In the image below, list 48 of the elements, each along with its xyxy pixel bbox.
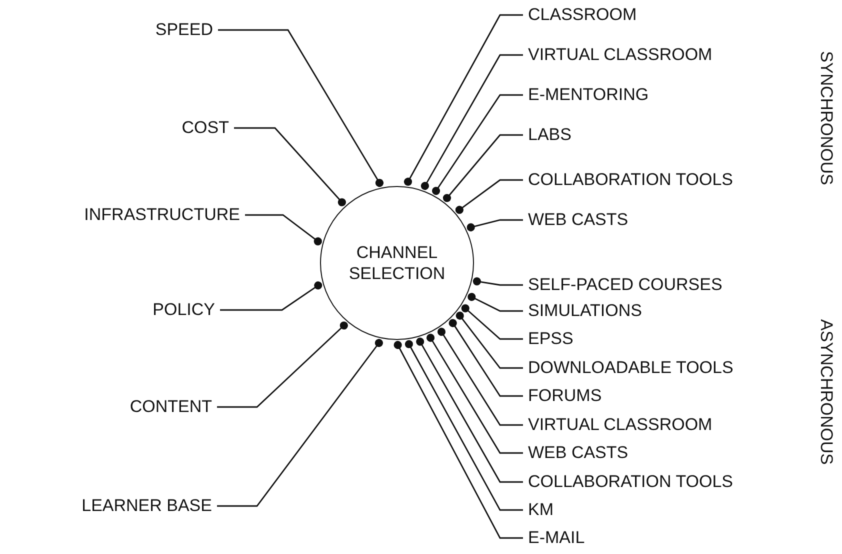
leader-line [217, 338, 383, 507]
leader-line [245, 214, 322, 246]
leader-line [448, 319, 523, 397]
leader-line [404, 340, 523, 511]
channel-label: KM [528, 500, 554, 520]
channel-label: INFRASTRUCTURE [84, 205, 240, 225]
leader-line [437, 328, 523, 426]
leader-line [432, 94, 523, 195]
channel-label: COLLABORATION TOOLS [528, 170, 734, 190]
leader-line [404, 14, 523, 186]
channel-label: SPEED [155, 20, 213, 40]
channel-label: POLICY [152, 300, 215, 320]
channel-label: WEB CASTS [528, 443, 628, 463]
leader-line [394, 340, 523, 539]
channel-label: COLLABORATION TOOLS [528, 472, 734, 492]
channel-label: E-MAIL [528, 528, 585, 548]
channel-label: E-MENTORING [528, 85, 649, 105]
leader-line [466, 219, 523, 232]
channel-label: CONTENT [130, 397, 212, 417]
leader-line [218, 29, 384, 187]
leader-line [234, 127, 346, 206]
group-label: ASYNCHRONOUS [816, 319, 836, 465]
leader-line [420, 54, 523, 190]
leader-line [455, 179, 523, 214]
channel-label: SELF-PACED COURSES [528, 275, 722, 295]
group-label: SYNCHRONOUS [816, 50, 836, 186]
leader-line [426, 334, 523, 454]
channel-label: LABS [528, 125, 572, 145]
channel-label: COST [182, 118, 229, 138]
leader-line [472, 277, 523, 286]
leader-line [416, 338, 523, 483]
channel-circle [320, 186, 474, 340]
channel-label: FORUMS [528, 386, 602, 406]
circle-label: CHANNEL SELECTION [348, 242, 446, 284]
channel-label: WEB CASTS [528, 210, 628, 230]
leader-line [461, 304, 523, 340]
leader-line [468, 292, 523, 312]
channel-label: VIRTUAL CLASSROOM [528, 45, 712, 65]
leader-line [442, 134, 523, 202]
channel-label: EPSS [528, 329, 574, 349]
channel-label: LEARNER BASE [82, 496, 212, 516]
leader-line [456, 312, 523, 369]
leader-line [220, 281, 322, 311]
channel-label: SIMULATIONS [528, 301, 642, 321]
channel-label: CLASSROOM [528, 5, 637, 25]
leader-line [217, 321, 348, 408]
channel-label: VIRTUAL CLASSROOM [528, 415, 712, 435]
channel-label: DOWNLOADABLE TOOLS [528, 358, 734, 378]
